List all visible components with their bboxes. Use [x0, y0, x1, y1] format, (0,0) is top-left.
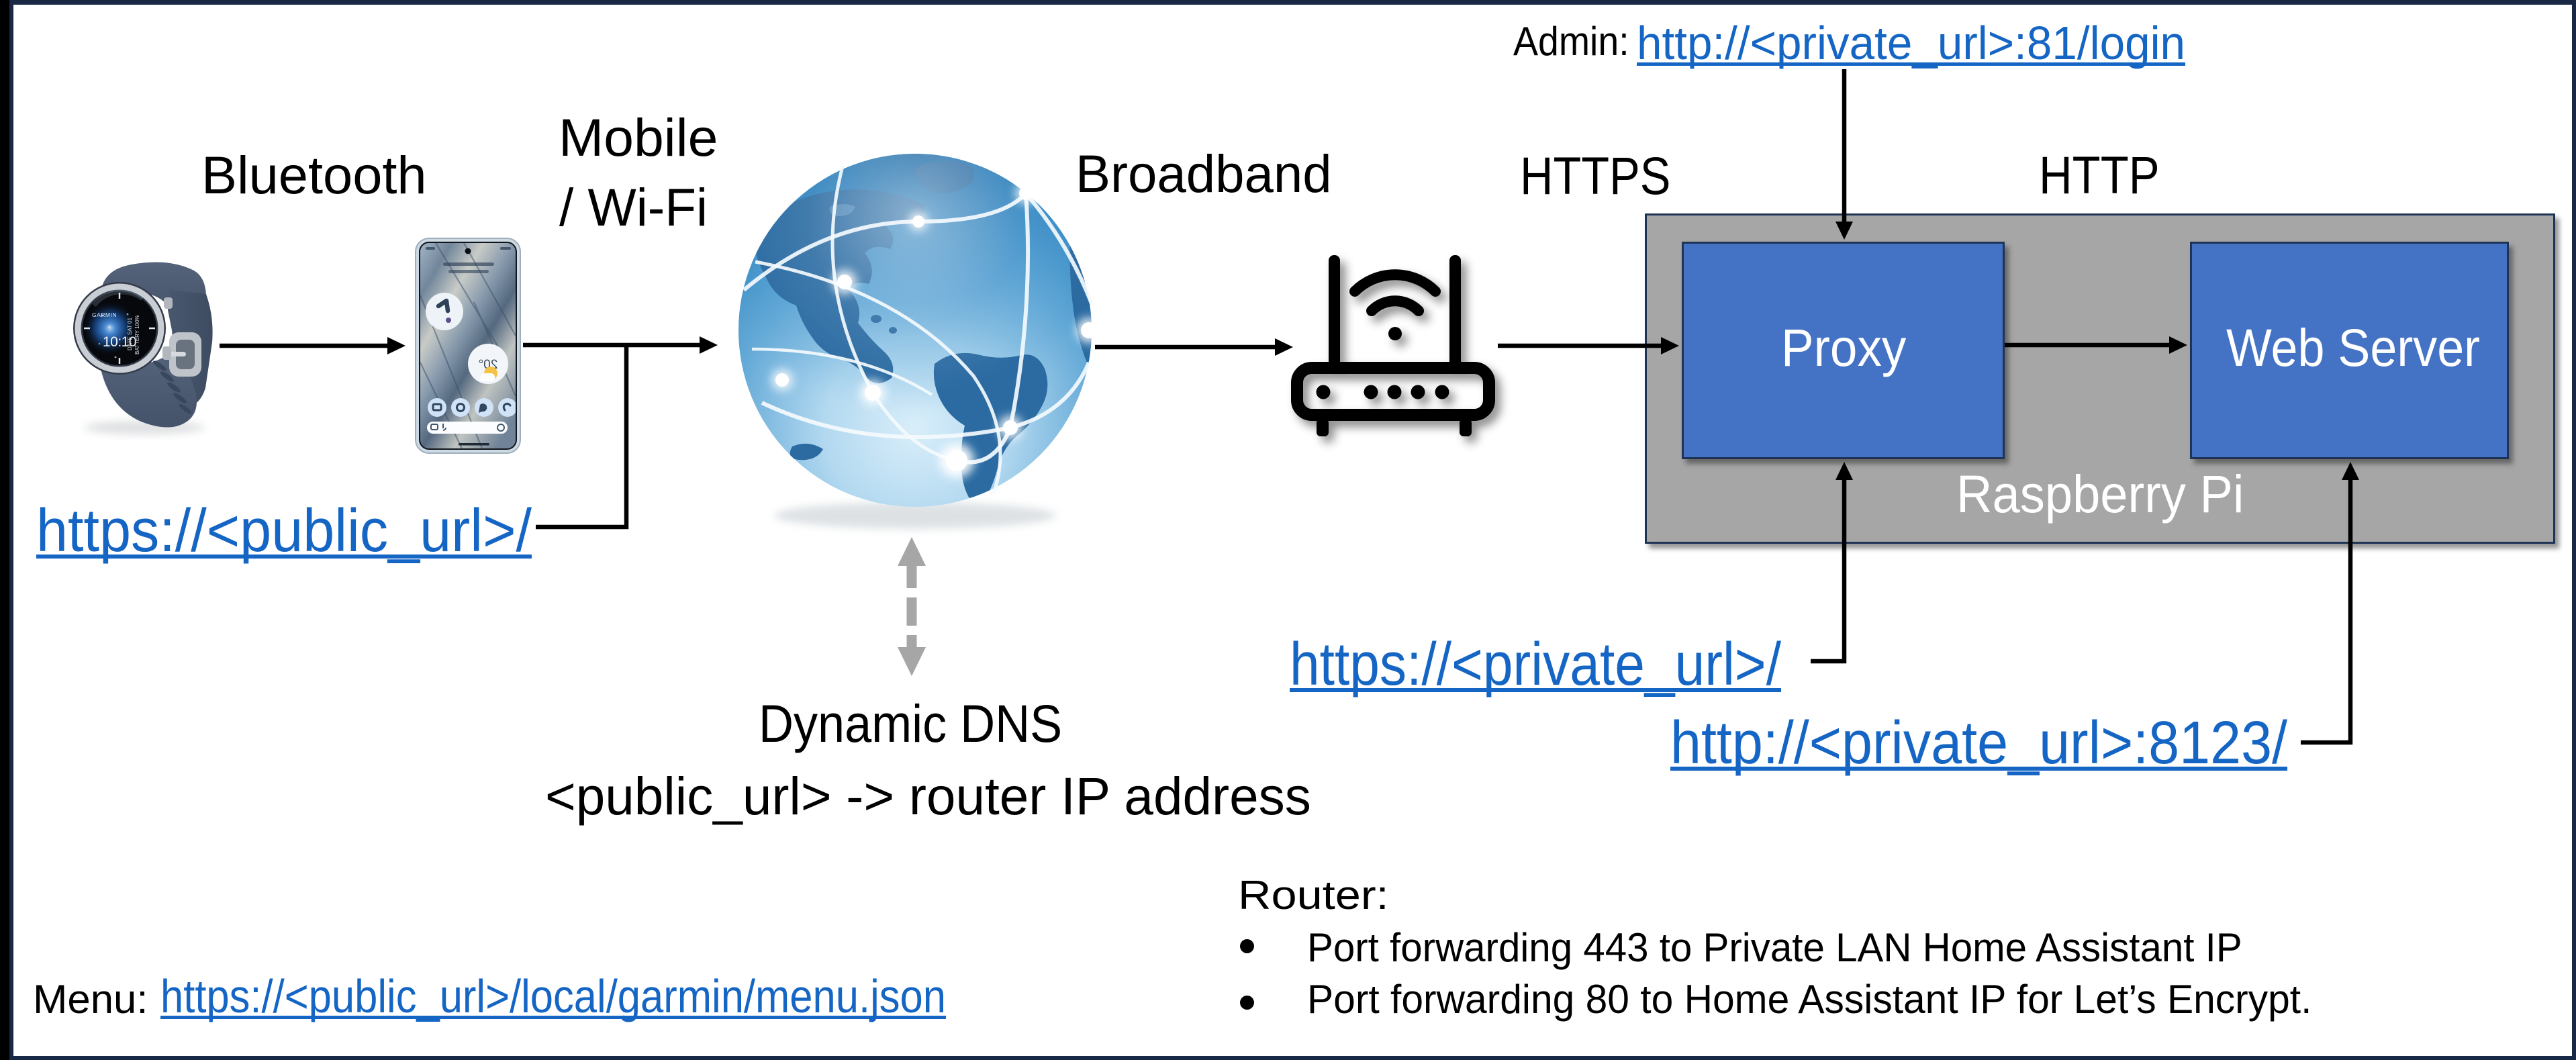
svg-text:DATE SAT 01: DATE SAT 01 — [127, 318, 133, 350]
svg-text:10:10: 10:10 — [103, 334, 136, 350]
svg-text:GARMIN: GARMIN — [92, 311, 117, 318]
svg-text:BATTERY 100%: BATTERY 100% — [134, 315, 140, 354]
